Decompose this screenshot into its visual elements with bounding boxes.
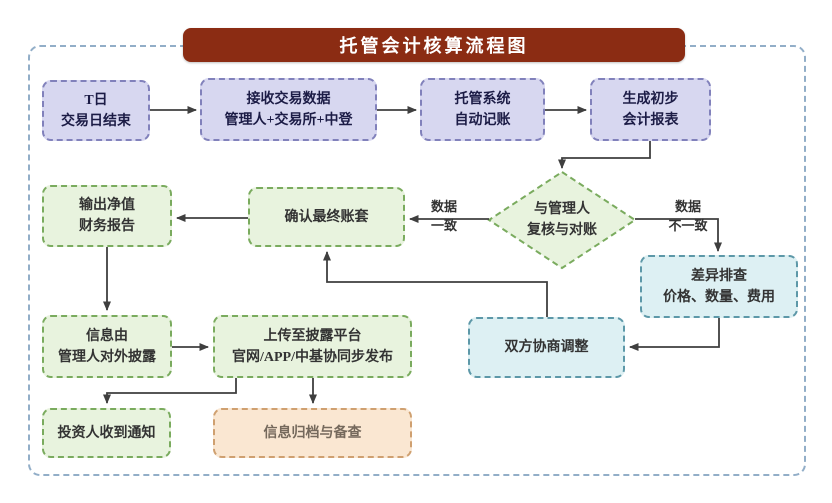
node-diff-check-label: 差异排查 价格、数量、费用 bbox=[663, 268, 775, 305]
node-disclose: 信息由 管理人对外披露 bbox=[42, 315, 172, 378]
node-confirm-books: 确认最终账套 bbox=[248, 187, 405, 247]
node-diff-check: 差异排查 价格、数量、费用 bbox=[640, 255, 798, 318]
edge-label-data-match: 数据 一致 bbox=[430, 199, 457, 233]
connector-negotiate-confirm bbox=[323, 251, 548, 317]
connector-diff-negotiate bbox=[629, 318, 720, 351]
node-reconcile-label: 与管理人 复核与对账 bbox=[527, 202, 597, 238]
node-negotiate: 双方协商调整 bbox=[468, 317, 625, 378]
node-disclose-label: 信息由 管理人对外披露 bbox=[58, 328, 156, 365]
node-reconcile: 与管理人 复核与对账 bbox=[497, 195, 627, 245]
node-notify: 投资人收到通知 bbox=[42, 408, 171, 458]
diagram-title: 托管会计核算流程图 bbox=[183, 28, 685, 62]
node-receive-data-label: 接收交易数据 管理人+交易所+中登 bbox=[224, 91, 353, 128]
connector-report-reconcile bbox=[558, 140, 651, 169]
node-custody-system-label: 托管系统 自动记账 bbox=[454, 91, 511, 128]
node-draft-report-label: 生成初步 会计报表 bbox=[622, 91, 679, 128]
decision-diamond bbox=[487, 170, 637, 270]
node-draft-report: 生成初步 会计报表 bbox=[590, 78, 711, 141]
node-upload: 上传至披露平台 官网/APP/中基协同步发布 bbox=[213, 315, 412, 378]
node-upload-label: 上传至披露平台 官网/APP/中基协同步发布 bbox=[232, 328, 393, 365]
node-confirm-books-label: 确认最终账套 bbox=[284, 209, 369, 225]
node-custody-system: 托管系统 自动记账 bbox=[420, 78, 545, 141]
connector-reconcile-diff bbox=[635, 218, 722, 252]
node-notify-label: 投资人收到通知 bbox=[57, 425, 156, 441]
edge-label-data-mismatch: 数据 不一致 bbox=[668, 199, 708, 233]
node-t-day-label: T日 交易日结束 bbox=[61, 92, 131, 129]
connector-upload-notify bbox=[103, 378, 237, 404]
node-archive: 信息归档与备查 bbox=[213, 408, 412, 458]
node-nav-report-label: 输出净值 财务报告 bbox=[79, 198, 135, 234]
node-negotiate-label: 双方协商调整 bbox=[504, 340, 589, 355]
node-t-day: T日 交易日结束 bbox=[42, 80, 150, 141]
node-nav-report: 输出净值 财务报告 bbox=[42, 185, 172, 247]
node-archive-label: 信息归档与备查 bbox=[263, 425, 362, 441]
node-receive-data: 接收交易数据 管理人+交易所+中登 bbox=[200, 78, 377, 141]
